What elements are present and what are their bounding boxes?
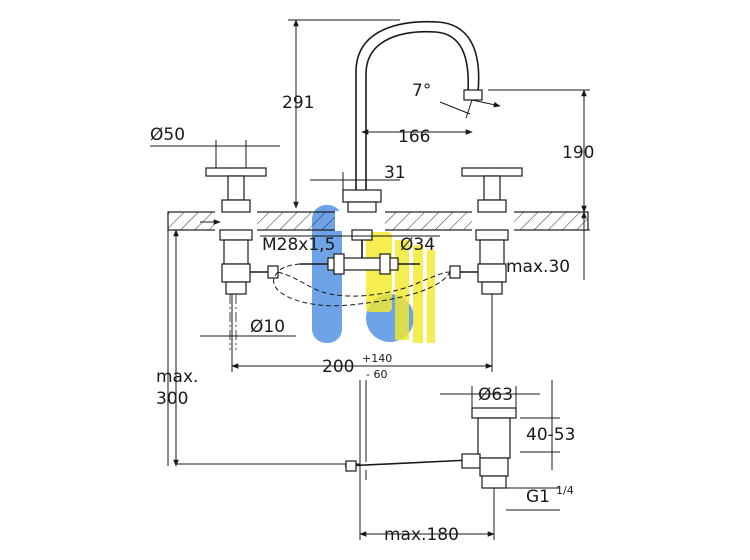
dim-291-text: 291 <box>282 93 314 113</box>
dim-deck-thickness: max.30 <box>506 211 590 280</box>
countertop-section <box>167 211 589 231</box>
drain-rod <box>176 380 471 480</box>
g1-text: G1 <box>526 487 550 507</box>
thread-text: M28x1,5 <box>262 235 335 255</box>
dim-base-offset: 31 <box>310 163 406 190</box>
g1-frac-text: 1/4 <box>556 484 574 497</box>
dim-spout-reach: 166 <box>361 127 473 147</box>
dim-200-minus: - 60 <box>366 368 387 381</box>
dim-o63-text: Ø63 <box>478 385 513 405</box>
dim-hose-length: max. 300 <box>156 229 198 467</box>
dim-40-53-text: 40-53 <box>526 425 575 445</box>
dim-spout-height: 291 <box>282 19 400 209</box>
dim-max300-value: 300 <box>156 389 188 409</box>
dim-max30-text: max.30 <box>506 257 570 277</box>
right-valve <box>449 167 523 295</box>
dim-drain-thread: G1 1/4 <box>506 484 574 511</box>
dim-angle: 7° <box>412 81 501 119</box>
dim-drain-range: 40-53 <box>520 380 575 470</box>
dim-centers: 200 +140 - 60 <box>231 294 493 381</box>
dim-166-text: 166 <box>398 127 430 147</box>
dim-o50-text: Ø50 <box>150 125 185 145</box>
dim-max180-text: max.180 <box>384 525 459 545</box>
dim-max300-label: max. <box>156 367 198 387</box>
dim-190-text: 190 <box>562 143 594 163</box>
dim-200-text: 200 <box>322 357 354 377</box>
dim-7-text: 7° <box>412 81 431 101</box>
dim-o34-text: Ø34 <box>400 235 435 255</box>
dim-supply-diameter: Ø10 <box>200 294 296 350</box>
dim-rod-reach: max.180 <box>359 480 495 545</box>
dim-drain-diameter: Ø63 <box>440 385 540 408</box>
dim-thread-hole: M28x1,5 Ø34 <box>200 219 440 255</box>
center-fitting <box>300 253 420 275</box>
dim-31-text: 31 <box>384 163 406 183</box>
left-valve <box>205 167 279 295</box>
hoses <box>273 263 451 307</box>
dim-200-plus: +140 <box>362 352 392 365</box>
drain-body <box>461 407 517 489</box>
dim-o10-text: Ø10 <box>250 317 285 337</box>
dim-handle-diameter: Ø50 <box>150 125 280 168</box>
dim-outlet-height: 190 <box>488 89 594 213</box>
